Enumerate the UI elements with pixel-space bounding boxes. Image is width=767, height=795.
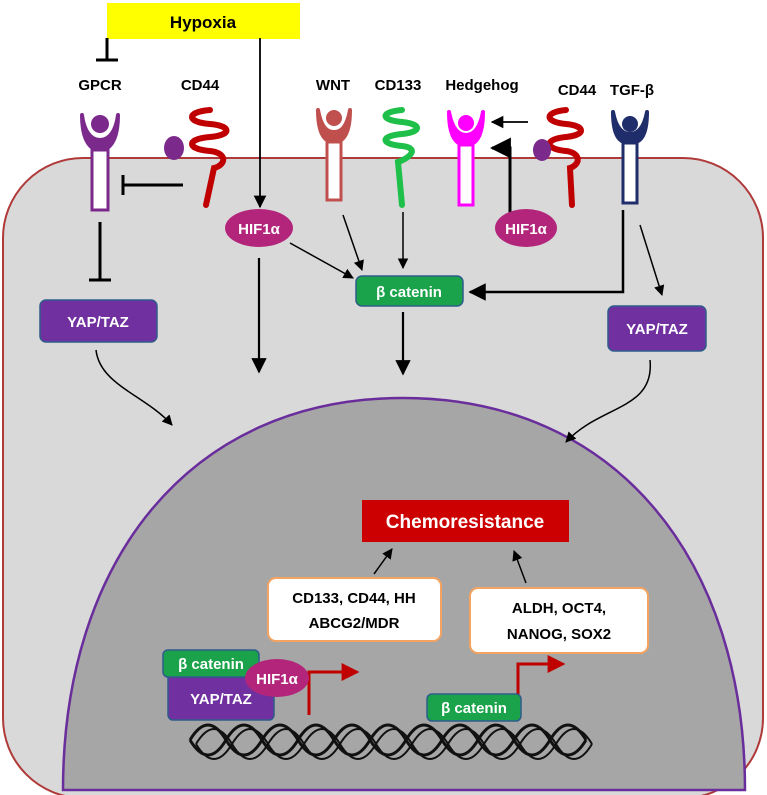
gene-box-left-line2: ABCG2/MDR: [309, 615, 400, 632]
genes-right-chemo-arrow: [512, 550, 527, 584]
hedgehog-receptor: [447, 110, 485, 207]
cd44-right-receptor: [533, 107, 584, 208]
tgfb-betacatenin-arrow: [468, 210, 625, 301]
dna-helix: [188, 723, 593, 760]
wnt-receptor: [316, 108, 352, 202]
genes-left-chemo-arrow: [373, 548, 393, 575]
hypoxia-label: Hypoxia: [170, 13, 237, 32]
tgfb-label: TGF-β: [610, 82, 654, 99]
wnt-betacatenin-arrow: [342, 214, 364, 271]
hif1a-right-label: HIF1α: [505, 221, 548, 238]
gene-box-right: [469, 587, 649, 654]
hif1a-betacatenin-arrow: [289, 242, 354, 279]
beta-catenin-label: β catenin: [376, 284, 442, 301]
hif1a-left-node: [225, 209, 293, 247]
wnt-label: WNT: [316, 77, 350, 94]
yap-taz-left-node: [39, 299, 158, 343]
hedgehog-label: Hedgehog: [445, 77, 518, 94]
cd44-right-label: CD44: [558, 82, 597, 99]
nuclear-hif1a-node: [245, 659, 309, 697]
gene-box-right-line2: NANOG, SOX2: [507, 626, 611, 643]
gene-box-left-line1: CD133, CD44, HH: [292, 590, 415, 607]
chemoresistance-box: [362, 500, 569, 542]
cd44-left-label: CD44: [181, 77, 220, 94]
yap-taz-right-node: [607, 305, 707, 352]
gene-box-left: [267, 577, 442, 642]
beta-catenin-node: [355, 275, 464, 307]
cd133-label: CD133: [375, 77, 422, 94]
nuclear-yap-taz-label: YAP/TAZ: [190, 691, 252, 708]
hif1a-left-label: HIF1α: [238, 221, 281, 238]
nuclear-beta-catenin-right-node: [426, 693, 522, 722]
yaptaz-left-nucleus-arrow: [95, 349, 173, 426]
cd133-receptor: [382, 107, 420, 208]
cd44-left-receptor: [164, 107, 230, 208]
yap-taz-right-label: YAP/TAZ: [626, 321, 688, 338]
gpcr-receptor: [80, 113, 120, 212]
hypoxia-box: [107, 3, 300, 39]
yaptaz-right-nucleus-arrow: [565, 359, 651, 443]
gpcr-label: GPCR: [78, 77, 122, 94]
chemoresistance-label: Chemoresistance: [386, 512, 544, 533]
transcription-arrow-left: [307, 663, 360, 715]
nuclear-hif1a-label: HIF1α: [256, 671, 299, 688]
hif1a-right-node: [495, 209, 557, 247]
tgfb-receptor: [611, 110, 649, 205]
gene-box-right-line1: ALDH, OCT4,: [512, 600, 606, 617]
nuclear-beta-catenin-left-label: β catenin: [178, 656, 244, 673]
nuclear-beta-catenin-right-label: β catenin: [441, 700, 507, 717]
tgfb-yaptaz-arrow: [639, 224, 665, 297]
yap-taz-left-label: YAP/TAZ: [67, 314, 129, 331]
hif1a-hedgehog-arrow: [489, 137, 512, 215]
